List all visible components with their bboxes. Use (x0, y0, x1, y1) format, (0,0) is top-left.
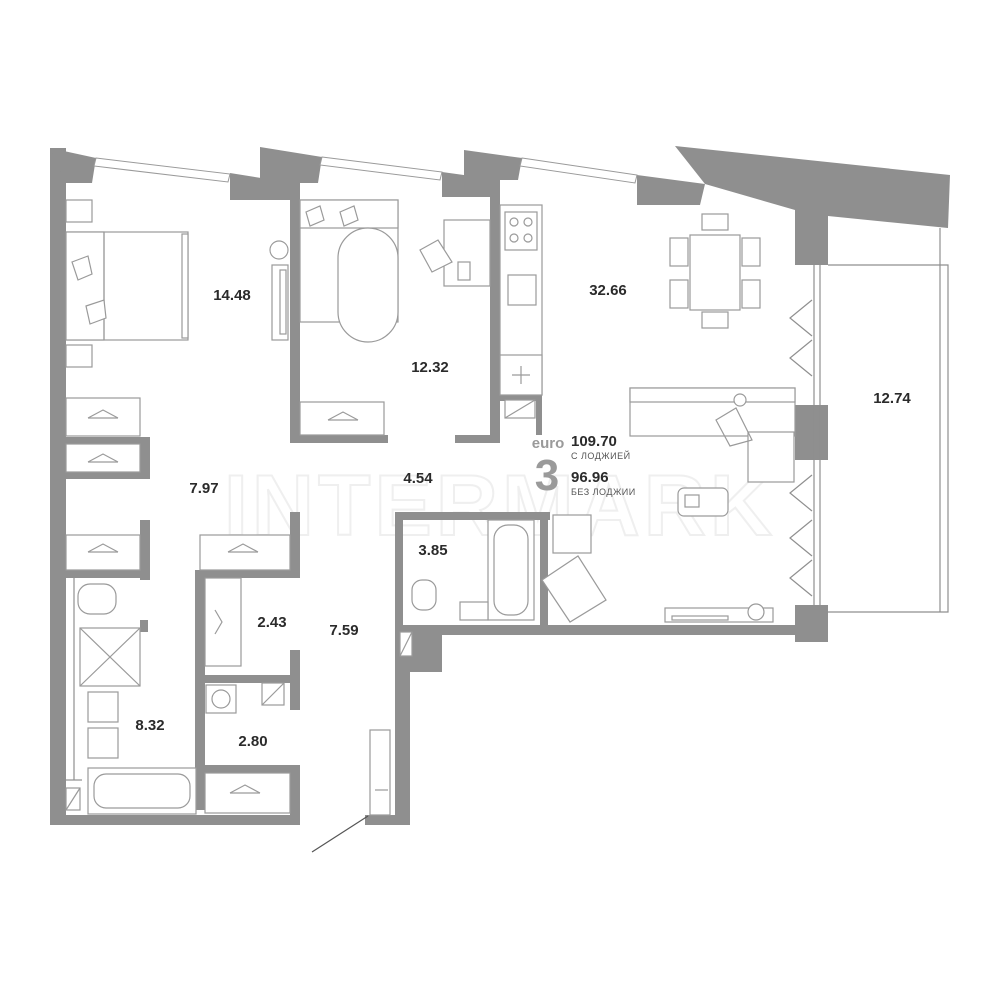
closet-wardrobe-room (204, 577, 242, 667)
apartment-summary: euro 3 109.70 С ЛОДЖИЕЙ 96.96 БЕЗ ЛОДЖИИ (532, 433, 636, 500)
area-bathroom-large: 8.32 (135, 717, 164, 734)
desk-bedroom-2 (419, 219, 491, 287)
closet-middle-top (199, 534, 291, 571)
entry-door (311, 729, 391, 853)
armchair-bedroom-2 (299, 199, 399, 343)
area-laundry: 2.80 (238, 733, 267, 750)
bathroom-large-fixtures (66, 578, 197, 815)
closet-corridor-left-1 (65, 443, 141, 473)
bathroom-small-fixtures (411, 519, 535, 621)
area-corridor-entry: 7.59 (329, 622, 358, 639)
class-label: euro (532, 435, 565, 452)
area-wardrobe: 2.43 (257, 614, 286, 631)
wardrobe-bedroom-2 (299, 401, 385, 436)
tv-stand-living (664, 603, 774, 623)
shafts (65, 399, 536, 811)
kitchen-counter (499, 204, 543, 396)
closet-laundry (204, 772, 291, 814)
living-area-caption: БЕЗ ЛОДЖИИ (571, 487, 636, 497)
total-area-caption: С ЛОДЖИЕЙ (571, 450, 631, 461)
windows (93, 156, 638, 184)
area-loggia: 12.74 (873, 390, 911, 407)
armchair-living (541, 514, 607, 623)
washer (205, 684, 237, 714)
total-area: 109.70 (571, 433, 617, 450)
tv-stand-bedroom-1 (269, 240, 289, 341)
rooms-count: 3 (535, 451, 559, 500)
interior-walls (66, 180, 550, 810)
bed-bedroom-1 (65, 199, 189, 368)
area-bedroom-1: 14.48 (213, 287, 251, 304)
area-bathroom-small: 3.85 (418, 542, 447, 559)
loggia (789, 228, 949, 613)
closet-corridor-left-2 (65, 534, 141, 571)
sofa-living (629, 387, 796, 483)
walls (50, 146, 950, 825)
area-corridor-left: 7.97 (189, 480, 218, 497)
living-area: 96.96 (571, 469, 609, 486)
coffee-table (677, 487, 729, 517)
area-hall: 4.54 (403, 470, 433, 487)
area-bedroom-2: 12.32 (411, 359, 449, 376)
dining-table (669, 213, 761, 329)
area-kitchen-living: 32.66 (589, 282, 627, 299)
wardrobe-bedroom-1 (65, 397, 141, 437)
